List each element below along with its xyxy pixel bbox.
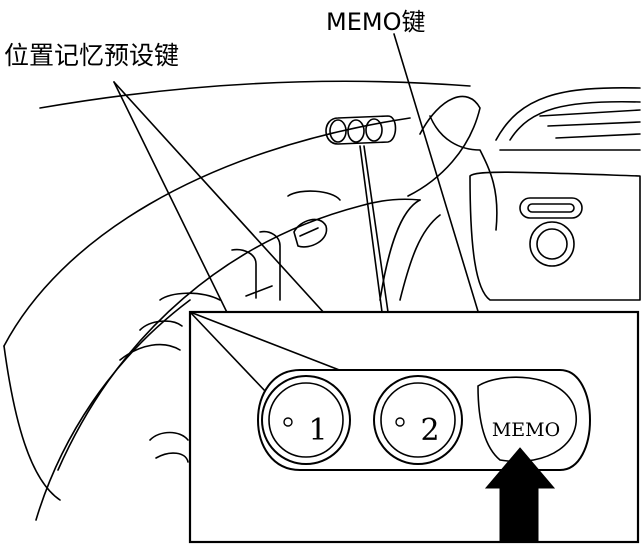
air-vent [495,86,641,141]
small-memo-panel [325,115,397,145]
preset-button-1-label: 1 [308,413,327,448]
console-slot [519,197,583,219]
memo-key-label: MEMO键 [326,8,426,36]
memo-button-label: MEMO [492,419,560,441]
preset-button-1[interactable]: 1 [261,375,351,465]
preset-button-2-label: 2 [420,413,439,448]
console-block [469,171,641,301]
arrow-up-icon [484,447,556,543]
position-preset-keys-label: 位置记忆预设键 [4,41,180,70]
door-handle [293,218,328,248]
steering-wheel-outer [3,117,411,347]
callout-line-right [363,145,389,313]
steering-wheel-outer-lower [3,345,61,501]
indicator-dot-1 [283,417,293,427]
console-knob [529,221,575,267]
callout-line-left [359,145,383,313]
preset-button-2[interactable]: 2 [373,375,463,465]
memo-button[interactable]: MEMO [492,419,560,441]
indicator-dot-2 [395,417,405,427]
windshield-edge [39,80,471,109]
